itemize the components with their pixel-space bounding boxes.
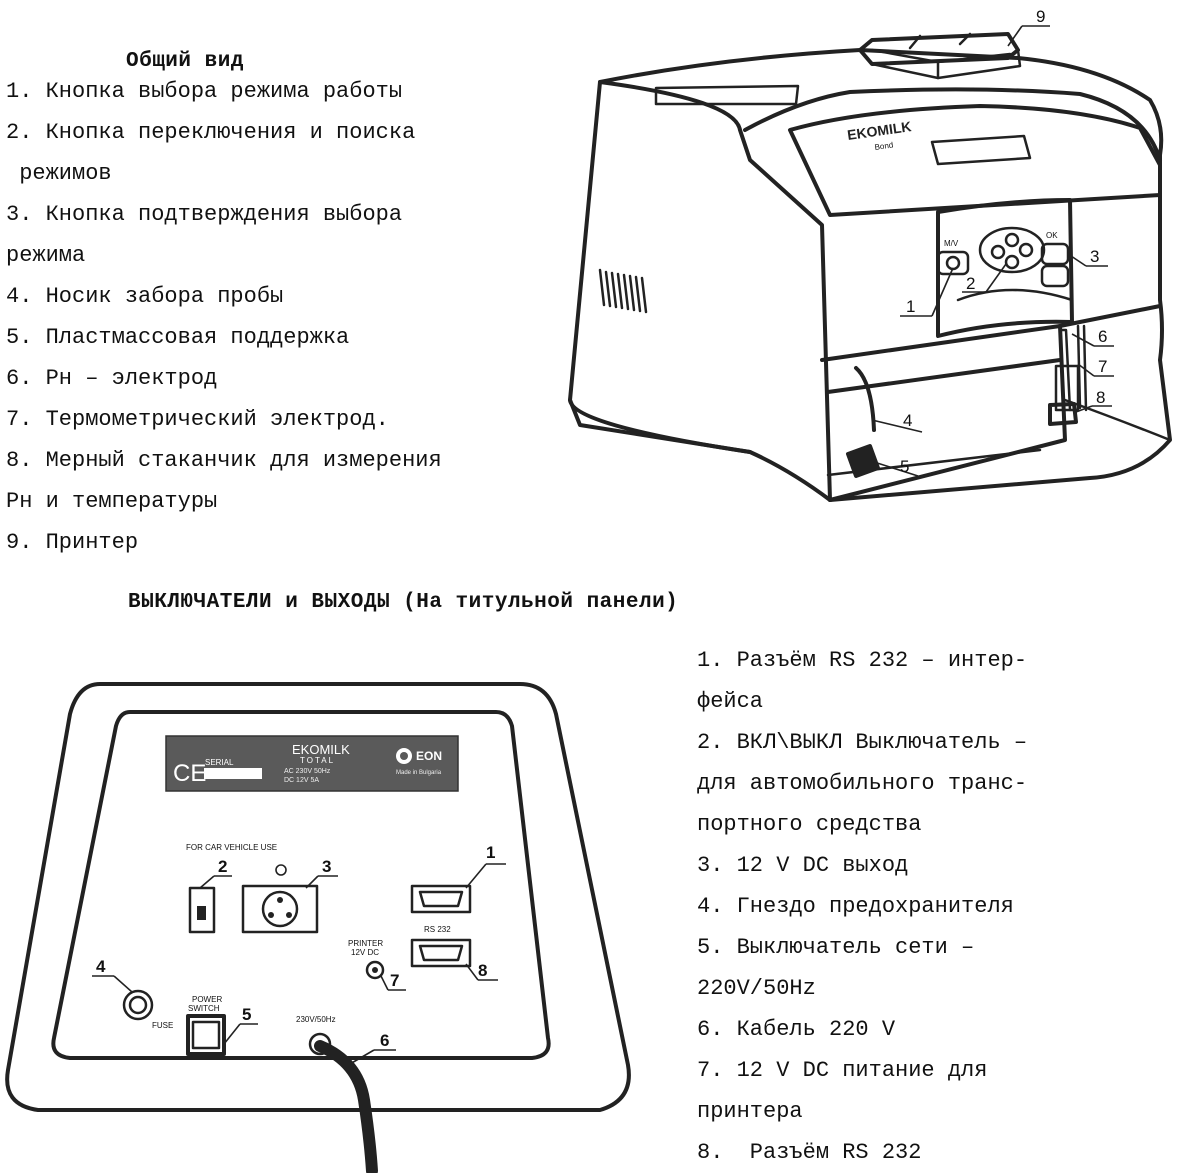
svg-text:9: 9	[1036, 7, 1045, 26]
panel-callout-6: 6	[349, 1031, 396, 1065]
callout-6: 6	[1071, 327, 1114, 347]
svg-text:8: 8	[1096, 388, 1105, 407]
rs232-label: RS 232	[424, 925, 451, 934]
svg-text:6: 6	[380, 1031, 389, 1050]
printer-voltage-label: 12V DC	[351, 948, 379, 957]
legend-item: для автомобильного транс-	[697, 771, 1028, 796]
svg-text:3: 3	[1090, 247, 1099, 266]
legend-item: 2. Кнопка переключения и поиска	[6, 120, 416, 145]
legend-item: 1. Разъём RS 232 – интер-	[697, 648, 1028, 673]
legend-item: 4. Носик забора пробы	[6, 284, 284, 309]
legend-item: 5. Пластмассовая поддержка	[6, 325, 350, 350]
legend-item: портного средства	[697, 812, 922, 837]
legend-item: фейса	[697, 689, 764, 714]
switches-outputs-legend: 1. Разъём RS 232 – интер- фейса 2. ВКЛ\В…	[697, 640, 1027, 1173]
device-brand-logo: EKOMILK	[846, 118, 912, 143]
section-title-overview: Общий вид	[126, 50, 244, 73]
plate-spec-ac: AC 230V 50Hz	[284, 768, 331, 775]
callout-9: 9	[1007, 7, 1050, 47]
rating-plate: CE SERIAL EKOMILK TOTAL AC 230V 50Hz DC …	[165, 735, 459, 792]
svg-text:4: 4	[96, 957, 106, 976]
legend-item: 220V/50Hz	[697, 976, 816, 1001]
power-switch-label-2: SWITCH	[188, 1004, 220, 1013]
panel-callout-2: 2	[199, 857, 232, 889]
car-switch-icon	[188, 886, 216, 934]
rear-panel-drawing: CE SERIAL EKOMILK TOTAL AC 230V 50Hz DC …	[5, 682, 631, 1173]
legend-item: 4. Гнездо предохранителя	[697, 894, 1014, 919]
panel-callout-3: 3	[305, 857, 338, 889]
plate-made-in: Made in Bulgaria	[396, 770, 442, 776]
svg-text:1: 1	[486, 843, 495, 862]
fuse-holder-icon	[122, 989, 154, 1021]
svg-text:4: 4	[903, 411, 912, 430]
plate-brand: EKOMILK	[292, 742, 350, 757]
callout-3: 3	[1067, 247, 1108, 267]
panel-callout-1: 1	[465, 843, 506, 889]
rs232-port-2-icon	[410, 938, 472, 968]
panel-callout-5: 5	[223, 1005, 258, 1045]
eon-logo: EON	[416, 749, 442, 763]
vent-slots	[598, 268, 648, 314]
panel-callout-7: 7	[380, 971, 406, 991]
svg-text:8: 8	[478, 961, 487, 980]
dc-socket-icon	[241, 864, 319, 934]
navigation-buttons-icon	[978, 226, 1046, 274]
svg-text:5: 5	[900, 457, 909, 476]
ce-mark: CE	[173, 760, 206, 787]
confirm-button-icon: OK	[1040, 231, 1070, 288]
mains-label: 230V/50Hz	[296, 1015, 336, 1024]
svg-text:7: 7	[1098, 357, 1107, 376]
plate-spec-dc: DC 12V 5A	[284, 777, 319, 784]
panel-callout-8: 8	[465, 961, 498, 981]
callout-1: 1	[900, 267, 954, 317]
callout-7: 7	[1077, 357, 1114, 377]
plate-model: TOTAL	[300, 756, 335, 765]
overview-legend: 1. Кнопка выбора режима работы 2. Кнопка…	[6, 71, 442, 563]
legend-item: 3. Кнопка подтверждения выбора	[6, 202, 403, 227]
panel-callout-4: 4	[92, 957, 133, 993]
callout-2: 2	[962, 263, 1007, 293]
power-switch-icon	[186, 1014, 226, 1056]
svg-text:2: 2	[218, 857, 227, 876]
legend-item: 6. Кабель 220 V	[697, 1017, 896, 1042]
section-title-switches-outputs: ВЫКЛЮЧАТЕЛИ и ВЫХОДЫ (На титульной панел…	[128, 591, 679, 614]
legend-item: 7. Термометрический электрод.	[6, 407, 389, 432]
legend-item: 8. Мерный стаканчик для измерения	[6, 448, 442, 473]
legend-item: 6. Рн – электрод	[6, 366, 218, 391]
legend-item: режима	[6, 243, 86, 268]
power-switch-label-1: POWER	[192, 995, 222, 1004]
device-brand-sub: Bond	[874, 140, 894, 152]
callout-4: 4	[871, 411, 923, 433]
printer-jack-icon	[365, 960, 385, 980]
svg-text:1: 1	[906, 297, 915, 316]
legend-item: 3. 12 V DC выход	[697, 853, 909, 878]
serial-label: SERIAL	[205, 758, 234, 767]
legend-item: принтера	[697, 1099, 803, 1124]
rs232-port-1-icon	[410, 884, 472, 914]
svg-text:7: 7	[390, 971, 399, 990]
legend-item: Рн и температуры	[6, 489, 218, 514]
legend-item: 8. Разъём RS 232	[697, 1140, 922, 1165]
car-use-label: FOR CAR VEHICLE USE	[186, 843, 277, 852]
callout-5: 5	[873, 457, 919, 477]
legend-item: 7. 12 V DC питание для	[697, 1058, 988, 1083]
svg-text:5: 5	[242, 1005, 251, 1024]
callout-8: 8	[1075, 388, 1112, 413]
legend-item: 1. Кнопка выбора режима работы	[6, 79, 403, 104]
fuse-label: FUSE	[152, 1021, 173, 1030]
printer-label: PRINTER	[348, 939, 383, 948]
legend-item: 2. ВКЛ\ВЫКЛ Выключатель –	[697, 730, 1028, 755]
svg-text:6: 6	[1098, 327, 1107, 346]
legend-item: режимов	[6, 161, 112, 186]
legend-item: 5. Выключатель сети –	[697, 935, 975, 960]
device-drawing: EKOMILK Bond M/V OK 1	[568, 7, 1172, 502]
svg-text:3: 3	[322, 857, 331, 876]
svg-text:2: 2	[966, 274, 975, 293]
power-cable-icon	[308, 1032, 378, 1173]
svg-text:OK: OK	[1046, 231, 1058, 240]
svg-text:M/V: M/V	[944, 239, 959, 248]
legend-item: 9. Принтер	[6, 530, 139, 555]
